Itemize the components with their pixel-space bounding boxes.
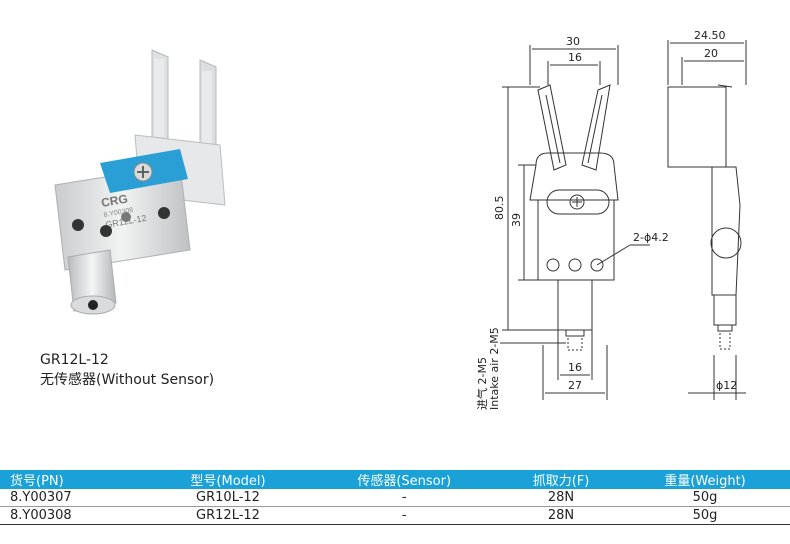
- dim-side-width: 24.50: [694, 29, 726, 42]
- cell-model: GR12L-12: [149, 506, 307, 525]
- dim-side-inner: 20: [704, 47, 718, 60]
- dim-width-top: 30: [566, 35, 580, 48]
- table-row: 8.Y00307 GR10L-12 - 28N 50g: [0, 489, 790, 507]
- caption-description: 无传感器(Without Sensor): [40, 372, 215, 388]
- header-pn: 货号(PN): [0, 470, 150, 489]
- intake-cn: 进气 2-M5: [475, 357, 489, 410]
- cell-sensor: -: [306, 506, 502, 525]
- header-force: 抓取力(F): [501, 470, 621, 489]
- table-row: 8.Y00308 GR12L-12 - 28N 50g: [0, 506, 790, 525]
- caption-model: GR12L-12: [40, 352, 109, 368]
- dim-height: 80.5: [493, 196, 506, 221]
- cell-pn: 8.Y00307: [0, 489, 150, 507]
- cell-model: GR10L-12: [149, 489, 307, 507]
- dim-base-inner: 16: [568, 361, 582, 374]
- product-caption: GR12L-12 无传感器(Without Sensor): [40, 350, 214, 390]
- dim-jaw-gap: 16: [568, 51, 582, 64]
- intake-en: Intake air 2-M5: [488, 327, 501, 410]
- cell-force: 28N: [501, 506, 621, 525]
- cell-force: 28N: [501, 489, 621, 507]
- dim-base-width: 27: [568, 379, 582, 392]
- cell-sensor: -: [306, 489, 502, 507]
- header-model: 型号(Model): [149, 470, 307, 489]
- dim-body-height: 39: [510, 213, 523, 227]
- spec-table: 货号(PN) 型号(Model) 传感器(Sensor) 抓取力(F) 重量(W…: [0, 470, 790, 525]
- header-weight: 重量(Weight): [620, 470, 790, 489]
- photo-logo: CRG: [100, 192, 129, 210]
- cell-weight: 50g: [620, 489, 790, 507]
- cell-pn: 8.Y00308: [0, 506, 150, 525]
- dim-side-dia: ϕ12: [716, 379, 737, 392]
- cell-weight: 50g: [620, 506, 790, 525]
- table-header-row: 货号(PN) 型号(Model) 传感器(Sensor) 抓取力(F) 重量(W…: [0, 470, 790, 489]
- dim-holes: 2-ϕ4.2: [633, 231, 669, 244]
- header-sensor: 传感器(Sensor): [306, 470, 502, 489]
- product-photo: CRG 8.Y00308 GR12L-12: [54, 49, 226, 315]
- technical-drawing: 30 16 80.5 39 2-ϕ4.2 进气 2-M5 Intake air …: [475, 29, 747, 410]
